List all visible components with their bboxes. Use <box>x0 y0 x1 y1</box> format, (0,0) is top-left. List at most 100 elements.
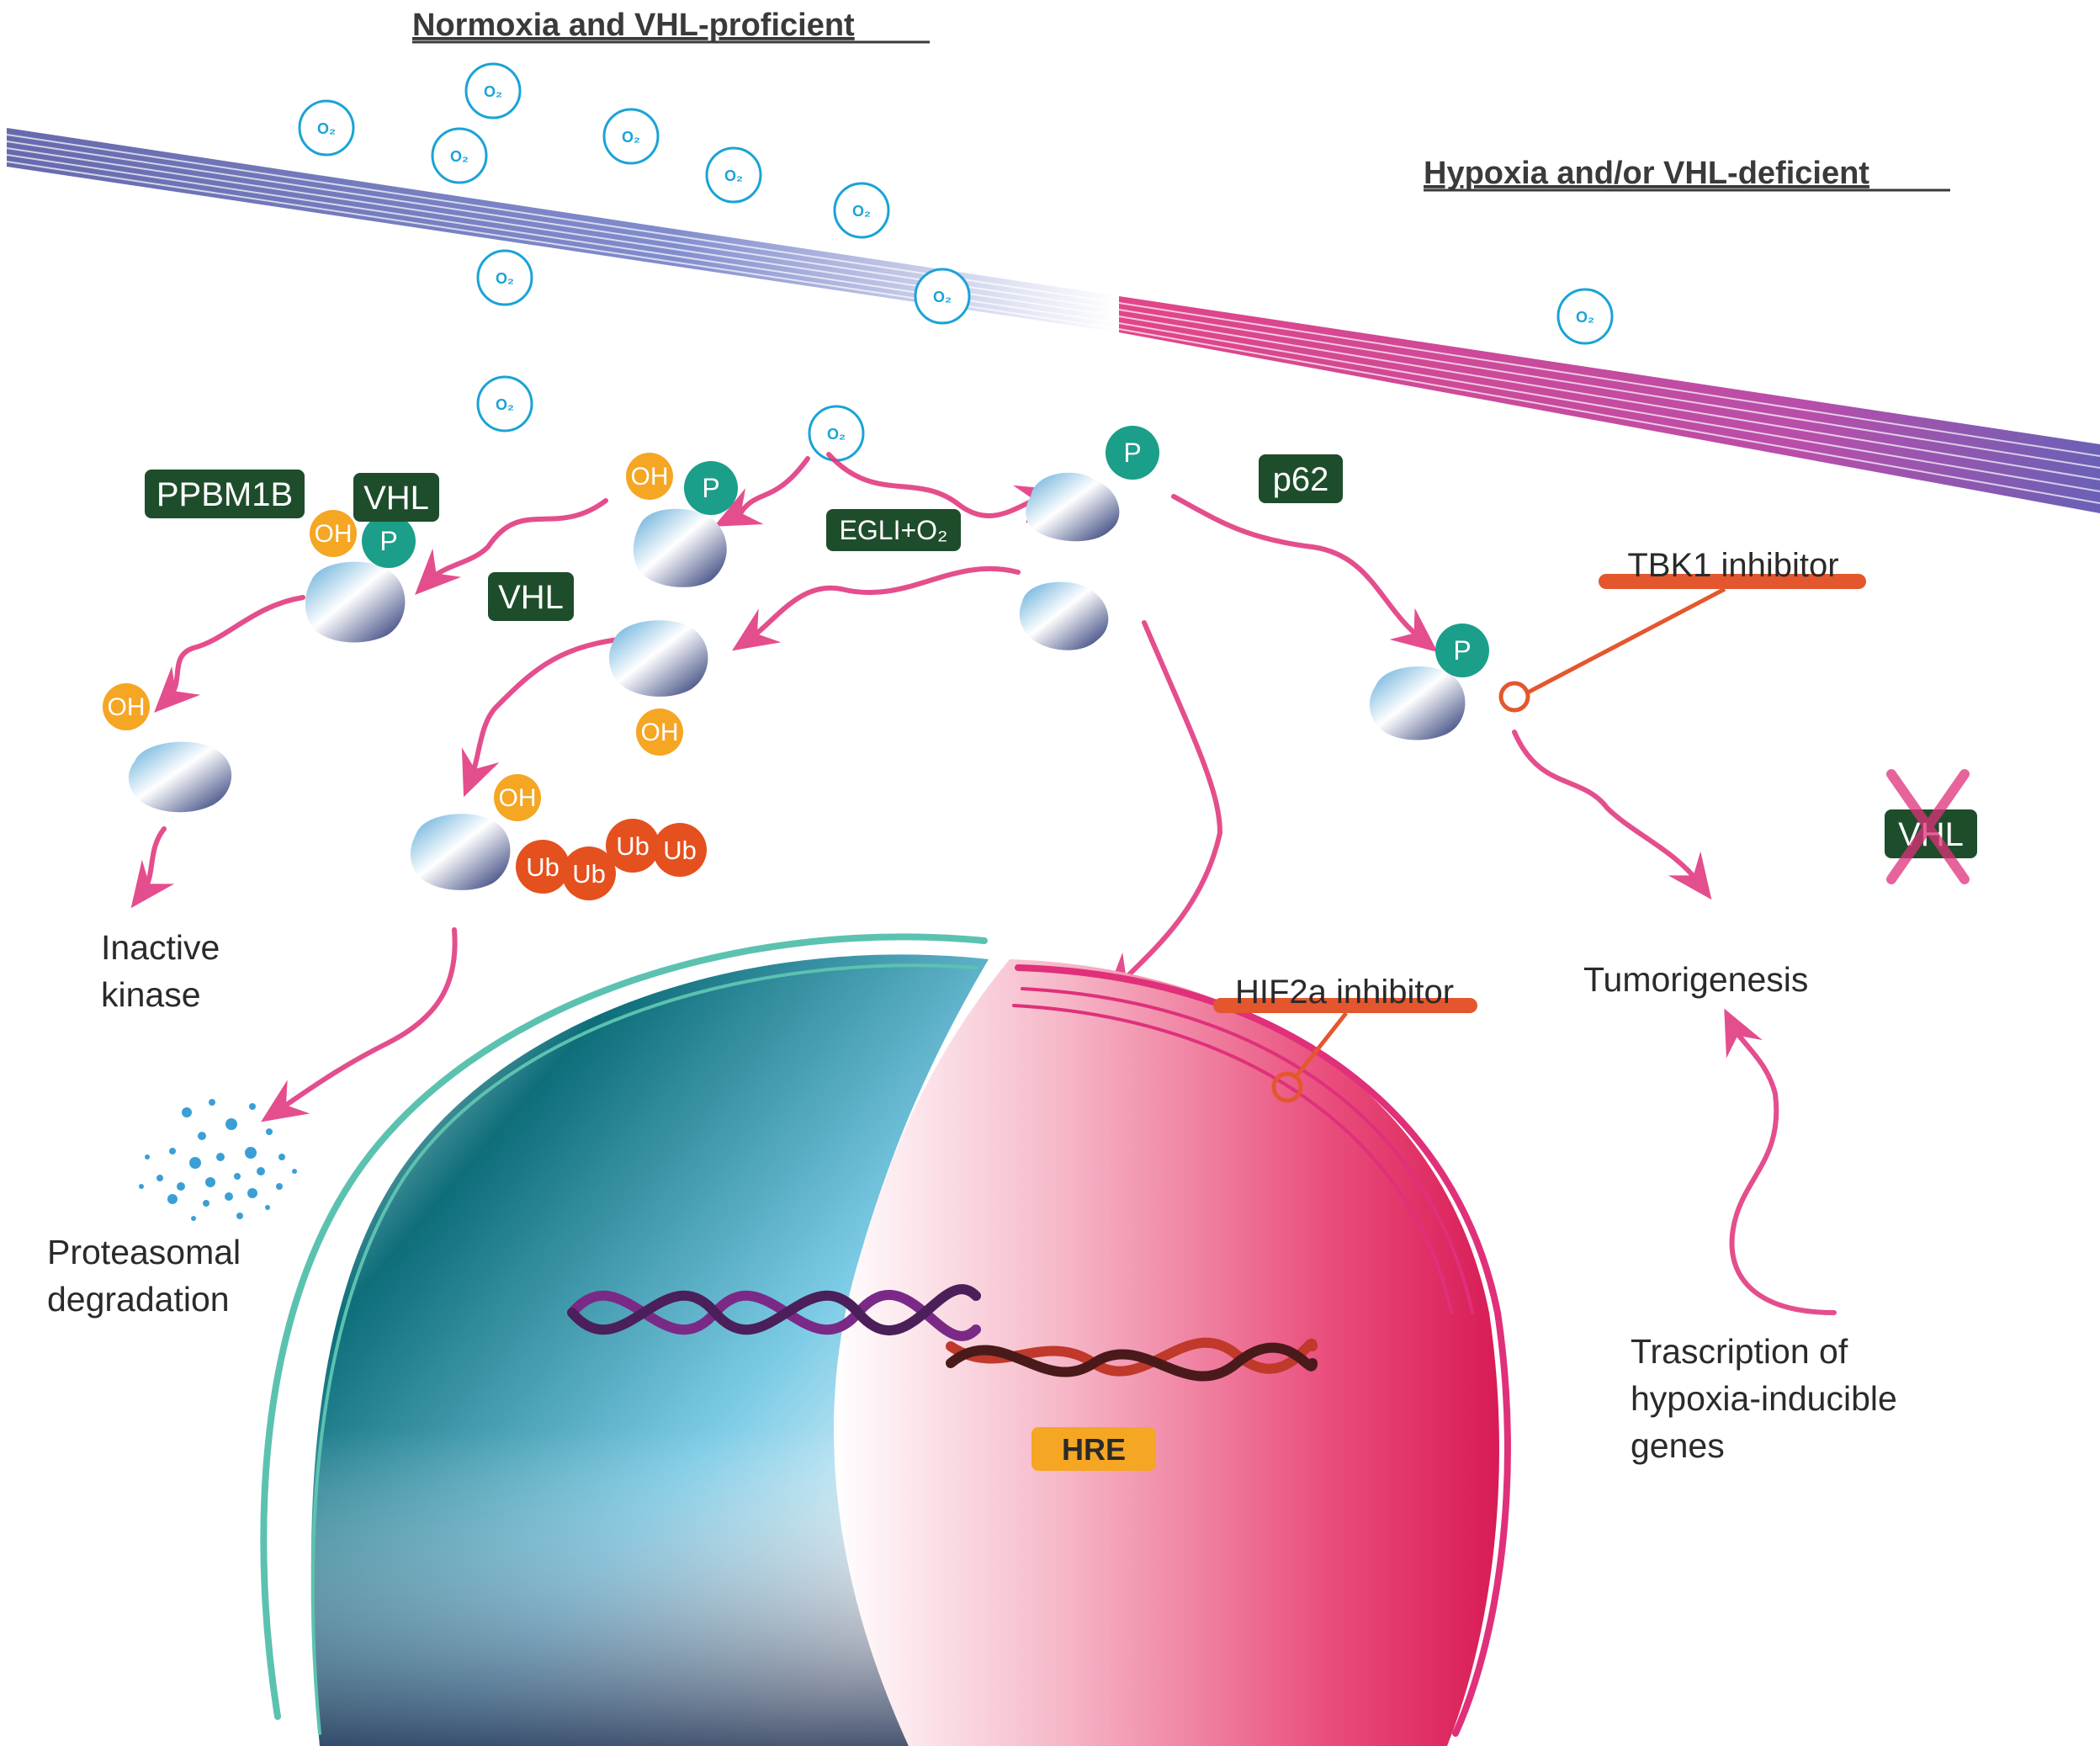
ub-marker: Ub <box>516 840 570 894</box>
arrow-egli-to-ohhif <box>732 565 1021 651</box>
label-box-vhl-crossed: VHL <box>1885 769 1977 884</box>
svg-text:OH: OH <box>315 520 353 548</box>
inhibitor-target-icon <box>1271 1071 1303 1103</box>
label-inactive-kinase-2: kinase <box>101 975 201 1014</box>
hif-protein-oh-mid <box>609 620 708 697</box>
arrow-oh-to-ub <box>461 637 621 798</box>
svg-text:HRE: HRE <box>1062 1432 1126 1467</box>
o2-icon: O₂ <box>602 108 660 165</box>
ub-marker: Ub <box>653 823 707 877</box>
svg-text:PPBM1B: PPBM1B <box>156 476 293 513</box>
svg-text:P: P <box>1453 635 1471 666</box>
svg-text:VHL: VHL <box>363 480 429 517</box>
ubiquitin-chain: Ub Ub Ub Ub <box>516 819 707 900</box>
label-box-egli: EGLI+O₂ <box>826 509 961 551</box>
oh-marker: OH <box>494 774 541 821</box>
svg-text:O₂: O₂ <box>450 148 469 165</box>
o2-icon: O₂ <box>298 99 355 157</box>
oh-marker: OH <box>626 453 673 500</box>
svg-text:Ub: Ub <box>526 852 559 882</box>
svg-text:O₂: O₂ <box>933 289 952 305</box>
svg-text:TBK1 inhibitor: TBK1 inhibitor <box>1627 547 1838 584</box>
nucleus-envelope-left <box>260 933 988 1735</box>
svg-text:O₂: O₂ <box>827 426 846 443</box>
svg-text:p62: p62 <box>1273 461 1329 498</box>
svg-text:O₂: O₂ <box>622 129 640 146</box>
inhibitor-target-icon <box>1498 681 1530 713</box>
tbk1-inhibitor: TBK1 inhibitor <box>1498 547 1866 713</box>
p-marker: P <box>1106 426 1159 480</box>
svg-text:VHL: VHL <box>498 579 564 616</box>
o2-icon: O₂ <box>705 146 762 204</box>
svg-text:P: P <box>1123 438 1141 468</box>
svg-text:OH: OH <box>641 719 679 746</box>
ub-marker: Ub <box>562 846 616 900</box>
dna-helix-icon <box>567 1284 1318 1382</box>
o2-icon: O₂ <box>1556 288 1614 345</box>
o2-icon: O₂ <box>476 249 533 306</box>
hif-protein-oh-p <box>633 508 727 587</box>
svg-text:Ub: Ub <box>663 836 697 865</box>
label-proteasomal-1: Proteasomal <box>47 1233 241 1271</box>
svg-text:EGLI+O₂: EGLI+O₂ <box>840 515 948 545</box>
svg-text:O₂: O₂ <box>496 270 514 287</box>
svg-text:O₂: O₂ <box>724 167 743 184</box>
label-transcription-1: Trascription of <box>1631 1332 1848 1371</box>
oh-marker: OH <box>310 510 357 557</box>
arrow-p62-to-p <box>1171 494 1438 653</box>
membrane-normoxia <box>6 128 1120 332</box>
p-marker: P <box>684 461 738 515</box>
hif-protein-second <box>1019 581 1109 650</box>
oh-marker: OH <box>103 683 150 730</box>
title-hypoxia: Hypoxia and/or VHL-deficient <box>1424 156 1869 191</box>
arrow-vhl-to-inactive <box>154 595 305 713</box>
title-normoxia: Normoxia and VHL-proficient <box>412 8 855 43</box>
o2-icon: O₂ <box>464 62 522 119</box>
arrow-p-to-tumor <box>1512 730 1712 900</box>
arrow-ohp-to-vhl <box>415 498 608 595</box>
hif2a-inhibitor: HIF2a inhibitor <box>1213 974 1477 1103</box>
arrow-inactive-down <box>130 826 175 909</box>
label-proteasomal-2: degradation <box>47 1280 230 1319</box>
svg-text:OH: OH <box>499 784 537 812</box>
hif-protein-vhl <box>305 561 406 643</box>
oh-markers: OH OH OH OH OH <box>103 453 683 821</box>
ub-marker: Ub <box>606 819 660 873</box>
o2-molecules: O₂ O₂ O₂ O₂ O₂ O₂ O₂ O₂ O₂ O₂ O₂ <box>298 62 1614 462</box>
hif-protein-top <box>1026 472 1120 542</box>
proteasome-dots-icon <box>139 1099 297 1221</box>
svg-text:O₂: O₂ <box>852 203 871 220</box>
label-box-vhl-mid: VHL <box>488 572 574 621</box>
label-transcription-2: hypoxia-inducible <box>1631 1379 1897 1418</box>
p-marker: P <box>1435 624 1489 677</box>
pathway-arrows <box>130 452 1837 1315</box>
svg-text:O₂: O₂ <box>496 396 514 413</box>
label-box-vhl-top: VHL <box>353 473 439 522</box>
hif-protein-inactive <box>128 741 232 813</box>
p-marker: P <box>362 514 416 568</box>
hre-label: HRE <box>1031 1427 1156 1471</box>
hif-protein-p <box>1369 666 1466 740</box>
membrane-hypoxia <box>1118 296 2100 513</box>
label-transcription-3: genes <box>1631 1426 1725 1465</box>
svg-text:P: P <box>702 473 719 503</box>
svg-text:OH: OH <box>631 463 669 491</box>
o2-icon: O₂ <box>476 375 533 433</box>
hif-protein-ub <box>410 814 511 890</box>
arrow-hif-to-oh-p <box>713 456 810 527</box>
o2-icon: O₂ <box>833 182 890 239</box>
svg-text:Ub: Ub <box>572 859 606 889</box>
arrow-ub-to-proteasome <box>261 927 458 1122</box>
label-box-ppbm1b: PPBM1B <box>145 470 305 518</box>
svg-text:HIF2a inhibitor: HIF2a inhibitor <box>1235 974 1454 1011</box>
svg-text:O₂: O₂ <box>484 83 502 100</box>
svg-text:O₂: O₂ <box>1576 309 1594 326</box>
arrow-o2-to-hif <box>826 452 1063 524</box>
label-tumorigenesis: Tumorigenesis <box>1583 960 1808 999</box>
svg-text:P: P <box>379 526 397 556</box>
svg-text:O₂: O₂ <box>317 120 336 137</box>
arrow-hif-to-nucleus <box>1105 620 1223 999</box>
cross-icon <box>1886 769 1970 884</box>
phosphate-markers: P P P P <box>362 426 1489 677</box>
